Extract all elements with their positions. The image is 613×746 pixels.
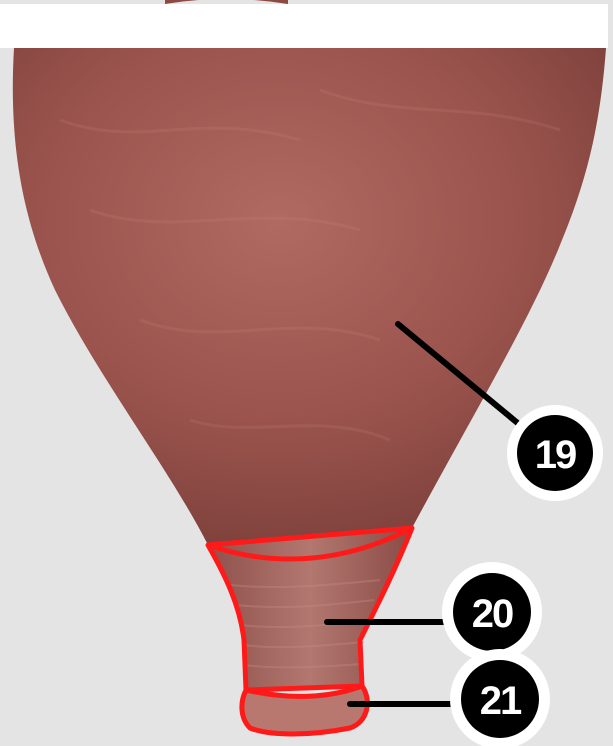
- upper-tube-stub: [165, 0, 288, 4]
- svg-text:20: 20: [472, 592, 513, 636]
- label-19: 19: [507, 405, 603, 501]
- label-20: 20: [442, 562, 542, 662]
- svg-text:19: 19: [535, 433, 576, 477]
- label-21: 21: [450, 649, 550, 746]
- svg-text:21: 21: [480, 679, 522, 723]
